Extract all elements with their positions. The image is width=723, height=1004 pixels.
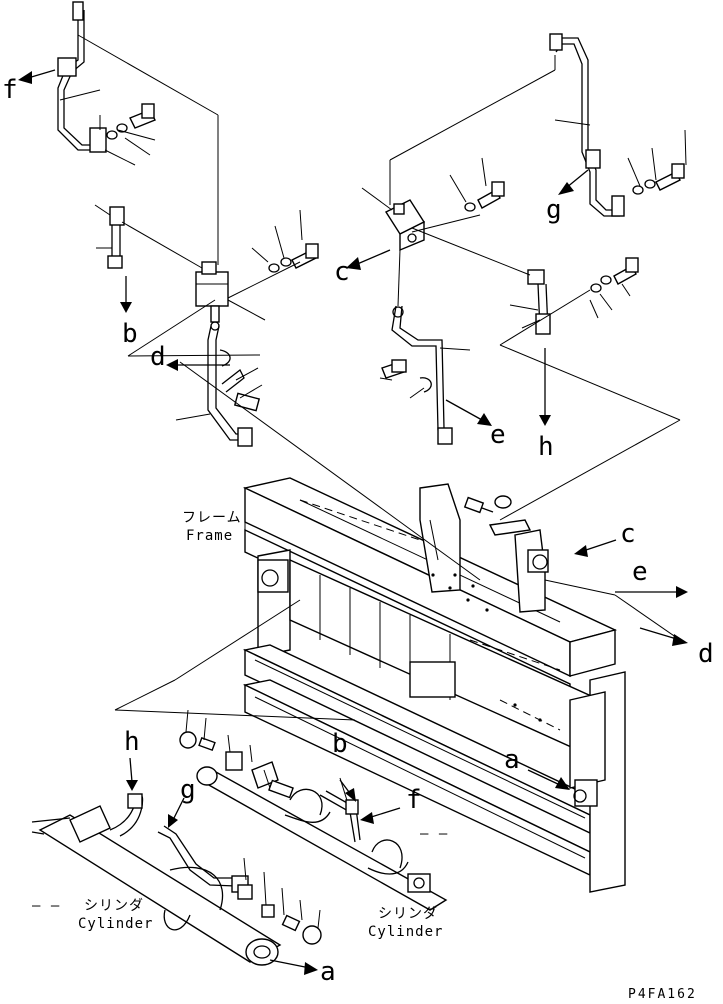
frame-label-jp: フレーム <box>182 510 242 526</box>
ref-b-cyl: b <box>332 729 348 759</box>
ref-a-cyl: a <box>320 957 336 987</box>
right-lower-hose-e <box>381 305 453 445</box>
ref-f-cyl: f <box>406 785 422 815</box>
ref-h-cyl: h <box>124 727 140 757</box>
cylinder-fittings <box>179 709 322 945</box>
dash-label-1: – – <box>32 898 60 914</box>
ref-f-top: f <box>2 75 18 105</box>
cylinder-right-label-jp: シリンダ <box>378 906 438 922</box>
dash-label-2: – – <box>420 826 448 842</box>
cylinder-left <box>31 793 282 966</box>
frame-label-en: Frame <box>186 528 233 544</box>
ref-c-frame: c <box>620 519 636 549</box>
cylinder-left-label-jp: シリンダ <box>84 898 144 914</box>
right-hose-g <box>549 33 625 217</box>
cylinder-right <box>196 766 448 911</box>
left-hose-f <box>57 1 107 153</box>
direction-arrows <box>18 69 688 975</box>
ref-e-top: e <box>490 420 506 450</box>
ref-b-top: b <box>122 319 138 349</box>
ref-g-top: g <box>546 195 562 225</box>
left-washers-bolt <box>106 103 156 140</box>
leader-lines <box>77 34 681 811</box>
frame-bolt-group <box>463 495 532 536</box>
ref-h-top: h <box>538 432 554 462</box>
ref-d-top: d <box>150 342 166 372</box>
right-upper-bolts <box>632 163 685 195</box>
ref-a-frame: a <box>504 745 520 775</box>
reference-letters: f b d c g e h c e d a b f h g a <box>2 75 714 987</box>
drawing-code: P4FA162 <box>628 987 697 1002</box>
cylinder-right-label-en: Cylinder <box>368 924 443 940</box>
frame-assembly <box>242 477 626 893</box>
right-fitting-h <box>527 269 551 426</box>
callout-ticks <box>59 89 687 421</box>
right-lower-bolts <box>590 257 639 293</box>
right-valve-block <box>384 199 426 252</box>
cylinder-left-label-en: Cylinder <box>78 916 153 932</box>
right-middle-bolts <box>464 181 505 212</box>
ref-d-frame: d <box>698 639 714 669</box>
ref-c-top: c <box>334 257 350 287</box>
ref-e-frame: e <box>632 557 648 587</box>
left-fitting-b <box>107 206 132 313</box>
text-labels: フレーム Frame シリンダ Cylinder シリンダ Cylinder –… <box>32 510 697 1002</box>
ref-g-cyl: g <box>180 775 196 805</box>
left-bolts <box>268 243 319 273</box>
left-lower-hose-d <box>207 325 261 447</box>
left-valve-block <box>195 261 229 331</box>
